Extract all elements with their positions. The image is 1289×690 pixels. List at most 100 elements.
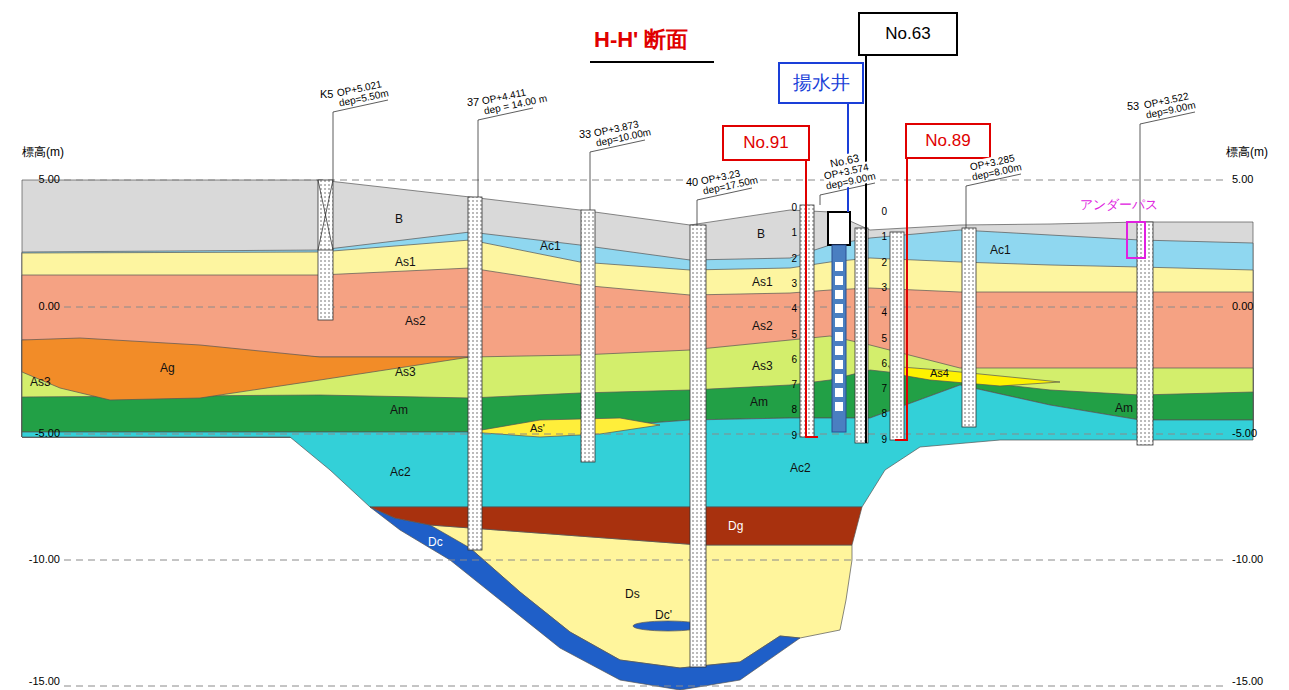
layer-name: Ac1 xyxy=(540,240,561,253)
callout-box: 揚水井 xyxy=(778,62,864,104)
depth-scale: 3 xyxy=(791,278,797,289)
layer-name: Ac2 xyxy=(790,462,811,475)
place-note: アンダーパス xyxy=(1080,198,1158,212)
layer-name: Dc xyxy=(428,536,443,549)
depth-scale: 3 xyxy=(881,282,887,293)
layer-name: As1 xyxy=(395,256,416,269)
elevation-value: -15.00 xyxy=(1232,675,1263,687)
layer-name: Am xyxy=(1115,402,1133,415)
borehole-number: 40 xyxy=(685,176,699,188)
pumping-well xyxy=(828,212,850,432)
elevation-value: 0.00 xyxy=(1232,300,1253,312)
layer-name: As2 xyxy=(405,315,426,328)
depth-scale: 2 xyxy=(881,257,887,268)
grid-line xyxy=(64,560,1228,561)
depth-scale: 2 xyxy=(791,253,797,264)
title-underline xyxy=(590,61,714,63)
layer-ac1 xyxy=(22,230,1253,437)
depth-scale: 5 xyxy=(791,329,797,340)
leader-line xyxy=(895,159,907,440)
layer-as1 xyxy=(22,240,1253,437)
depth-scale: 9 xyxy=(791,430,797,441)
callout-text: No.91 xyxy=(743,134,788,153)
layer-name: B xyxy=(757,228,765,241)
elevation-value: 5.00 xyxy=(1232,173,1253,185)
layer-name: Dc' xyxy=(655,609,672,622)
well-casing xyxy=(828,212,850,245)
elevation-value: -10.00 xyxy=(29,553,60,565)
callout-box: No.91 xyxy=(722,125,810,161)
callout-text: No.63 xyxy=(885,25,930,44)
borehole-number: 33 xyxy=(578,128,592,140)
depth-scale: 6 xyxy=(791,354,797,365)
k5-cross xyxy=(318,180,333,250)
borehole-column xyxy=(690,225,706,667)
elevation-value: -10.00 xyxy=(1232,553,1263,565)
depth-scale: 4 xyxy=(791,303,797,314)
depth-scale: 4 xyxy=(881,307,887,318)
layer-name: Ac1 xyxy=(990,244,1011,257)
borehole-column xyxy=(318,180,333,320)
callout-box: No.63 xyxy=(858,12,958,56)
layer-name: As3 xyxy=(395,366,416,379)
callout-box: No.89 xyxy=(905,123,991,159)
grid-line xyxy=(64,180,1228,181)
axis-title: 標高(m) xyxy=(1226,146,1268,159)
layer-name: Ac2 xyxy=(390,466,411,479)
depth-scale: 1 xyxy=(881,231,887,242)
borehole-column xyxy=(890,232,904,440)
depth-scale: 0 xyxy=(791,202,797,213)
underpass-mark xyxy=(1127,222,1145,258)
leader-line xyxy=(806,161,818,437)
depth-scale: 6 xyxy=(881,358,887,369)
axis-title: 標高(m) xyxy=(22,146,64,159)
grid-line xyxy=(64,686,1228,687)
depth-scale: 1 xyxy=(791,227,797,238)
well-screen-slot xyxy=(835,318,843,327)
lens-ag xyxy=(22,338,470,400)
header-leader xyxy=(333,100,388,180)
layer-name: As3 xyxy=(30,376,51,389)
layer-name: Ag xyxy=(160,362,175,375)
borehole-number: 53 xyxy=(1126,100,1140,112)
layer-name: As3 xyxy=(752,360,773,373)
borehole-number: K5 xyxy=(319,88,334,100)
layer-name: B xyxy=(395,213,403,226)
header-leader xyxy=(590,140,645,210)
grid-line xyxy=(64,307,1228,308)
depth-scale: 9 xyxy=(881,434,887,445)
well-screen-slot xyxy=(835,304,843,313)
elevation-value: 5.00 xyxy=(39,173,60,185)
depth-scale: 5 xyxy=(881,333,887,344)
depth-scale: 0 xyxy=(881,206,887,217)
layer-b xyxy=(22,180,1253,437)
depth-scale: 8 xyxy=(791,404,797,415)
callout-text: No.89 xyxy=(925,132,970,151)
layer-name: As2 xyxy=(752,320,773,333)
grid-line xyxy=(64,434,1228,435)
well-screen-slot xyxy=(835,388,843,397)
well-screen-slot xyxy=(835,374,843,383)
borehole-headers xyxy=(318,100,1195,250)
well-screen-slot xyxy=(835,276,843,285)
well-screen-slot xyxy=(835,346,843,355)
callout-text: 揚水井 xyxy=(793,73,850,94)
depth-scale: 8 xyxy=(881,408,887,419)
borehole-number: 37 xyxy=(466,96,480,108)
borehole-column xyxy=(581,210,595,462)
well-screen-slot xyxy=(835,360,843,369)
layer-name: As1 xyxy=(752,276,773,289)
borehole-column xyxy=(962,228,976,427)
well-pipe xyxy=(832,245,846,432)
layer-name: As' xyxy=(530,422,545,434)
well-screen-slot xyxy=(835,262,843,271)
section-title: H-H' 断面 xyxy=(594,28,688,52)
borehole-column xyxy=(468,197,482,550)
layer-dg xyxy=(370,507,862,545)
layer-name: As4 xyxy=(930,367,949,379)
well-screen-slot xyxy=(835,290,843,299)
elevation-value: -5.00 xyxy=(35,427,60,439)
elevation-value: -5.00 xyxy=(1232,427,1257,439)
layer-ac2 xyxy=(22,385,1253,507)
